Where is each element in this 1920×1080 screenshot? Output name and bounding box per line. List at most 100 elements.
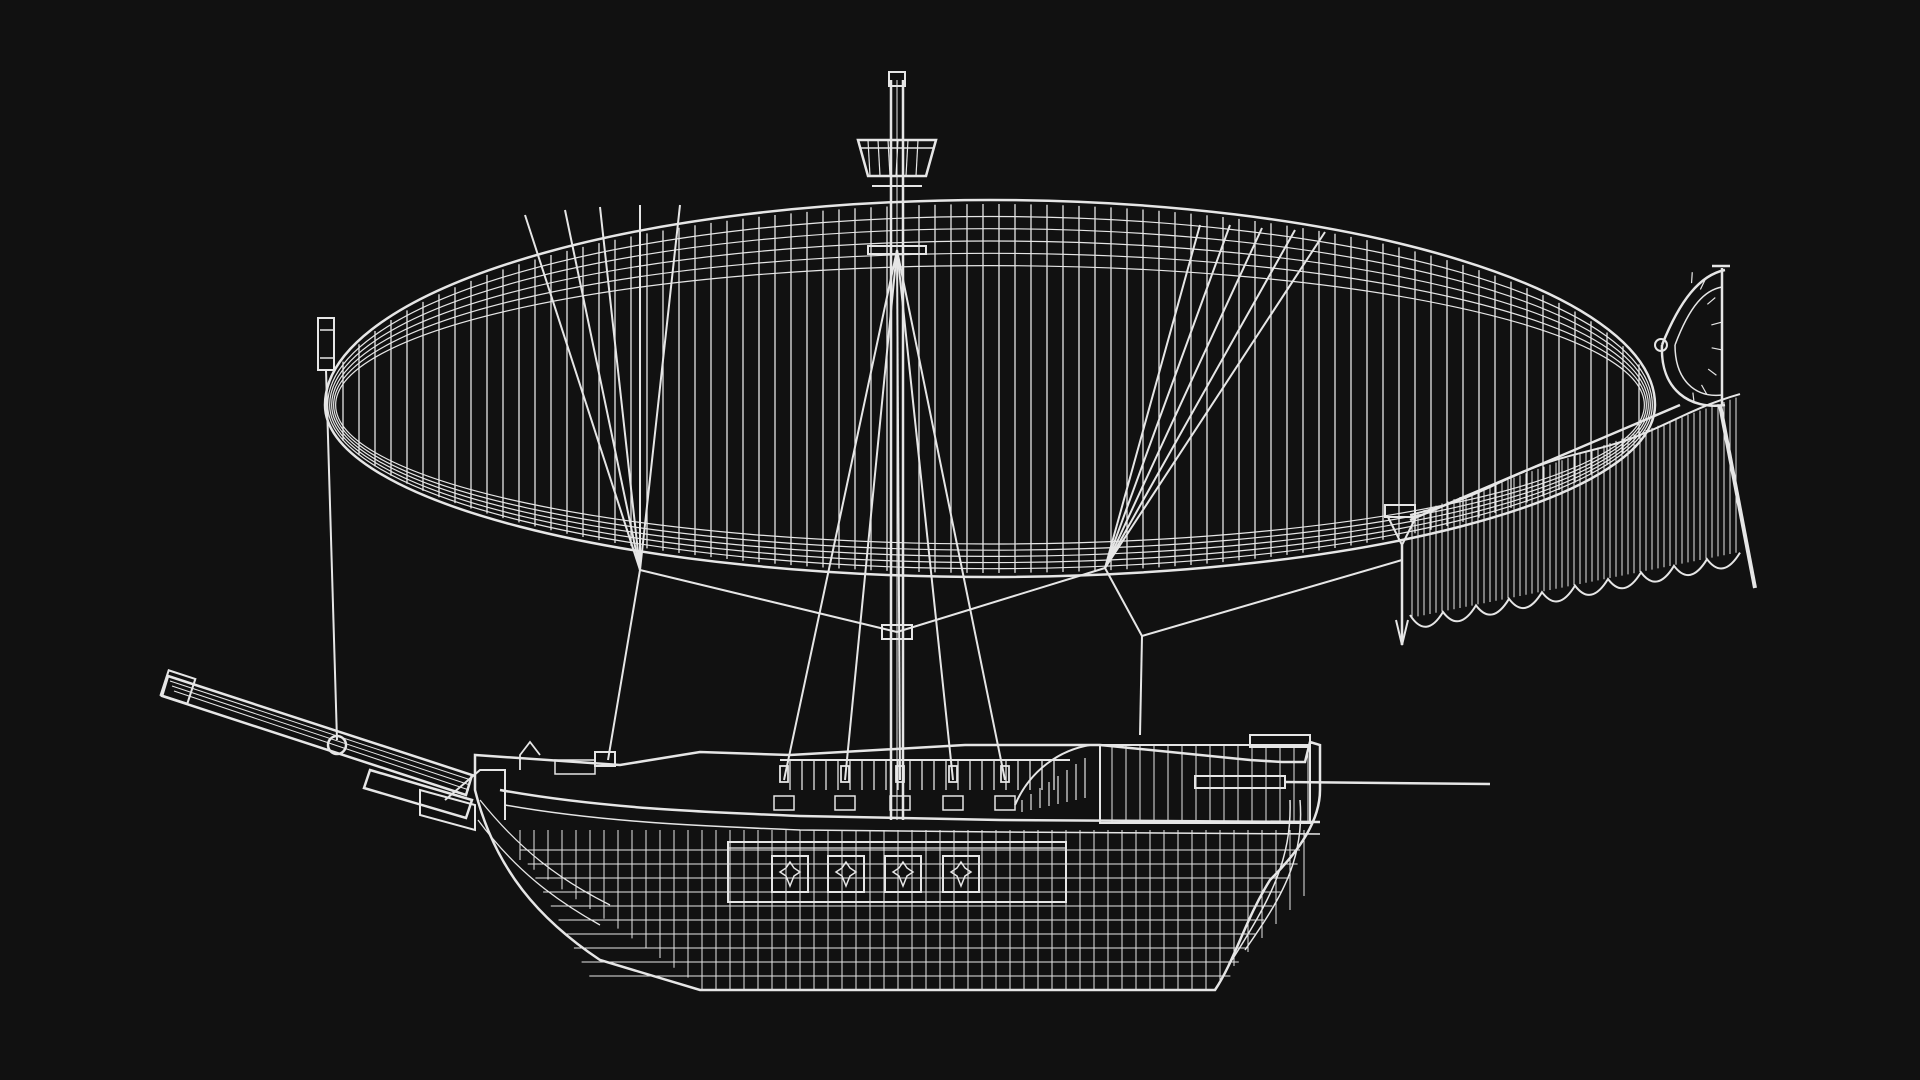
main-mast — [856, 71, 938, 820]
crows-nest-slat — [895, 139, 899, 177]
rigging-to-vane — [1141, 559, 1403, 637]
crows-nest-slat — [905, 139, 909, 177]
rigging-fan-right — [1104, 227, 1263, 569]
vane-tip — [1395, 619, 1409, 646]
fin-tick — [1692, 392, 1695, 404]
bow-cannon — [362, 768, 474, 820]
stern-curve — [1244, 799, 1302, 951]
rigging-hub-right-to-mast — [896, 567, 1106, 633]
balloon-long-line-bottom — [331, 404, 1649, 557]
rigging-bow-line — [325, 369, 338, 741]
bowsprit-spar-line — [169, 680, 472, 781]
fin-tick — [1699, 279, 1706, 290]
belaying-pin — [948, 765, 958, 783]
shroud-line — [896, 249, 1006, 781]
rudder-sail-scalloped-edge — [1409, 552, 1741, 628]
bowsprit-spar — [160, 674, 474, 797]
balloon-bottom-outline — [323, 404, 1657, 579]
bowsprit-spar-line — [171, 685, 471, 786]
fin-tick — [1690, 272, 1693, 284]
fin-tick — [1711, 321, 1722, 326]
belaying-pin — [1000, 765, 1010, 783]
stern-cannon — [1194, 775, 1286, 789]
mast-cap — [888, 71, 906, 87]
fin-tick — [1707, 368, 1717, 376]
balloon-long-line-top — [333, 253, 1647, 406]
balloon-long-line-bottom — [329, 404, 1651, 563]
gunport-emblem — [949, 860, 973, 889]
crows-nest-slat — [867, 139, 871, 177]
balloon-long-line-bottom — [333, 404, 1647, 551]
vane-cap — [1384, 504, 1416, 518]
rigging-fan-left — [639, 204, 681, 571]
shroud-line — [783, 249, 898, 781]
belaying-pin — [840, 765, 850, 783]
rudder-post — [1718, 404, 1757, 589]
stern-castle — [1099, 744, 1311, 824]
gunport-window — [827, 855, 865, 893]
deck-crate — [942, 795, 964, 811]
crows-nest — [856, 138, 938, 178]
bowsprit-cap — [159, 669, 197, 705]
balloon-top-outline — [323, 198, 1657, 406]
fin-upper-arc — [1660, 268, 1726, 346]
deck-crate — [994, 795, 1016, 811]
stern-curve — [1231, 799, 1291, 961]
hull-wale — [504, 804, 1321, 835]
belaying-pin — [895, 765, 905, 783]
gunport-band — [727, 841, 1067, 903]
deck-crate — [773, 795, 795, 811]
fin-upper-inner — [1674, 286, 1723, 346]
balloon-long-line-top — [331, 240, 1649, 406]
gunport-window — [942, 855, 980, 893]
stair-rail — [1014, 744, 1091, 806]
deck-crate — [834, 795, 856, 811]
balloon-long-line-top — [327, 215, 1653, 406]
gunport-emblem — [834, 860, 858, 889]
rigging-fan-left — [599, 206, 641, 571]
bowsprit-and-cannons — [159, 669, 506, 832]
rudder-support-line — [1409, 403, 1681, 522]
bow-gunwale — [444, 769, 506, 820]
bow-curve — [477, 819, 601, 926]
rigging-fan-right — [1104, 224, 1231, 569]
mast-yard — [867, 245, 927, 255]
gunport-emblem — [778, 860, 802, 889]
balloon-long-line-top — [335, 265, 1645, 406]
shroud-line — [896, 249, 954, 781]
fin-lower-inner — [1674, 344, 1723, 397]
mast-collar — [881, 624, 913, 640]
ship-hull — [473, 734, 1491, 992]
forecastle-hatch — [554, 759, 596, 775]
gunport-window — [771, 855, 809, 893]
balloon-long-line-bottom — [335, 404, 1645, 545]
rigging-lines — [325, 204, 1403, 781]
fin-tick — [1706, 297, 1716, 305]
shroud-line — [844, 249, 898, 781]
deck-crate — [889, 795, 911, 811]
fin-tick — [1700, 384, 1708, 395]
bow-figure — [519, 740, 541, 770]
rigging-hub-left-to-mast — [639, 569, 898, 633]
gunport-emblem — [891, 860, 915, 889]
stern-flag-pole — [1284, 780, 1491, 786]
fin-hub — [1654, 338, 1668, 352]
forecastle-capstan — [594, 751, 616, 767]
crows-nest-slat — [915, 139, 919, 177]
bow-curve — [479, 799, 611, 906]
fin-lower-arc — [1660, 344, 1726, 407]
balloon-envelope — [317, 198, 1657, 579]
rigging-hub-left-down — [607, 569, 641, 761]
gunport-window — [884, 855, 922, 893]
balloon-long-line-bottom — [327, 404, 1653, 570]
rigging-fan-right — [1104, 231, 1326, 569]
balloon-long-line-top — [329, 228, 1651, 406]
crows-nest-slat — [887, 139, 891, 177]
rigging-fan-right — [1104, 224, 1201, 569]
bowsprit-ring — [326, 734, 348, 756]
hull-deck-line — [499, 788, 1321, 824]
fin-tick — [1711, 347, 1722, 351]
rigging-hub-right-down-b — [1139, 635, 1143, 736]
